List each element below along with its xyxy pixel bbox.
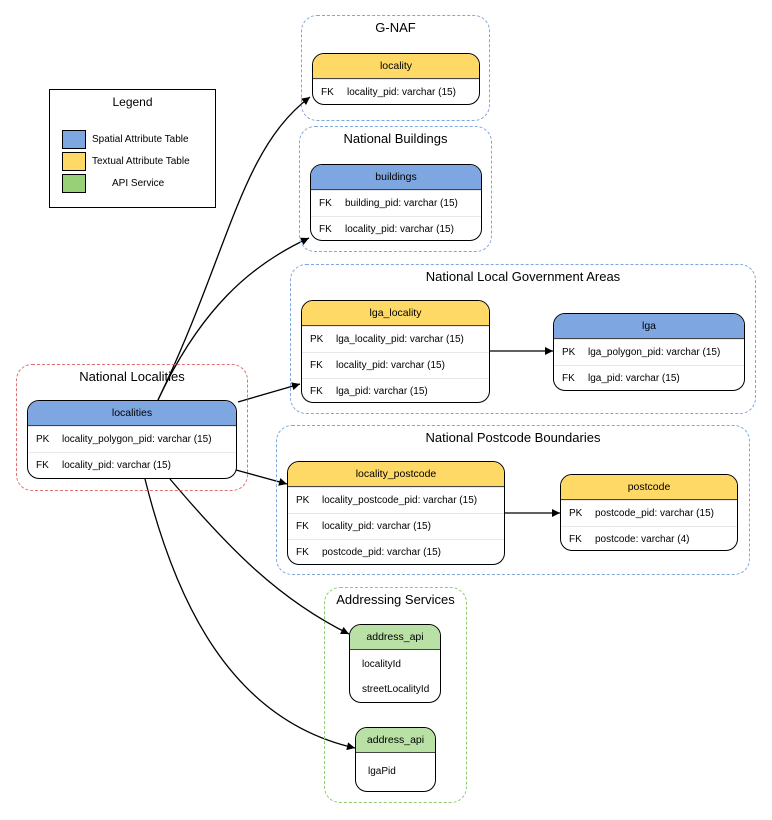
cluster-gnaf: G-NAF <box>301 15 490 121</box>
field-key: PK <box>296 495 310 506</box>
table-header-locality: locality <box>313 54 479 79</box>
api-field: localityId <box>362 659 401 670</box>
table-header-buildings: buildings <box>311 165 481 190</box>
field-name: locality_pid: varchar (15) <box>322 521 431 532</box>
table-locality: locality FK locality_pid: varchar (15) <box>312 53 480 105</box>
table-row: FK locality_pid: varchar (15) <box>28 452 236 478</box>
field-key: PK <box>569 508 583 519</box>
field-key: FK <box>562 373 575 384</box>
field-name: postcode: varchar (4) <box>595 534 690 545</box>
table-row: FK locality_pid: varchar (15) <box>313 79 479 104</box>
edge-localities-to-locality-postcode <box>235 469 288 486</box>
field-name: locality_pid: varchar (15) <box>62 460 171 471</box>
field-name: locality_pid: varchar (15) <box>347 87 456 98</box>
table-header-address-api-1: address_api <box>350 625 440 650</box>
legend-label-spatial: Spatial Attribute Table <box>92 133 189 145</box>
cluster-title-lga: National Local Government Areas <box>425 269 621 284</box>
field-name: locality_polygon_pid: varchar (15) <box>62 434 212 445</box>
api-field: streetLocalityId <box>362 684 430 695</box>
edge-localities-to-address-api-1 <box>169 478 350 635</box>
field-key: FK <box>310 386 323 397</box>
table-localities: localities PK locality_polygon_pid: varc… <box>27 400 237 479</box>
field-key: FK <box>36 460 49 471</box>
table-row: PK locality_postcode_pid: varchar (15) <box>288 487 504 513</box>
table-row: PK lga_polygon_pid: varchar (15) <box>554 339 744 365</box>
field-key: PK <box>36 434 50 445</box>
field-name: building_pid: varchar (15) <box>345 198 458 209</box>
field-name: postcode_pid: varchar (15) <box>322 547 441 558</box>
table-row: FK locality_pid: varchar (15) <box>311 216 481 240</box>
legend-item-api: API Service <box>62 173 164 193</box>
table-header-postcode: postcode <box>561 475 737 500</box>
cluster-addressing: Addressing Services <box>324 587 467 803</box>
field-key: FK <box>319 198 332 209</box>
field-name: lga_pid: varchar (15) <box>588 373 680 384</box>
table-row: FK lga_pid: varchar (15) <box>554 365 744 390</box>
table-header-lga: lga <box>554 314 744 339</box>
field-name: lga_locality_pid: varchar (15) <box>336 334 464 345</box>
table-address-api-2: address_api lgaPid <box>355 727 436 792</box>
table-header-address-api-2: address_api <box>356 728 435 753</box>
legend-swatch-textual <box>62 151 86 171</box>
table-header-locality-postcode: locality_postcode <box>288 462 504 487</box>
cluster-buildings: National Buildings <box>299 126 492 252</box>
legend-label-textual: Textual Attribute Table <box>92 155 190 167</box>
field-name: lga_polygon_pid: varchar (15) <box>588 347 721 358</box>
legend: Legend Spatial Attribute Table Textual A… <box>49 89 216 208</box>
table-row: FK lga_pid: varchar (15) <box>302 378 489 402</box>
field-key: FK <box>319 224 332 235</box>
legend-swatch-spatial <box>62 129 86 149</box>
table-header-localities: localities <box>28 401 236 426</box>
api-field: lgaPid <box>368 766 396 777</box>
field-name: locality_pid: varchar (15) <box>336 360 445 371</box>
edge-localities-to-locality <box>157 96 311 401</box>
table-address-api-1: address_api localityId streetLocalityId <box>349 624 441 703</box>
legend-title: Legend <box>112 95 153 109</box>
field-name: lga_pid: varchar (15) <box>336 386 428 397</box>
cluster-postcode: National Postcode Boundaries <box>276 425 750 575</box>
edge-localities-to-lga-locality <box>237 382 301 403</box>
table-row: PK locality_polygon_pid: varchar (15) <box>28 426 236 452</box>
table-header-lga-locality: lga_locality <box>302 301 489 326</box>
field-key: PK <box>562 347 576 358</box>
cluster-title-addressing: Addressing Services <box>336 592 455 607</box>
table-row: FK locality_pid: varchar (15) <box>302 352 489 378</box>
cluster-title-gnaf: G-NAF <box>375 20 416 35</box>
table-row: PK lga_locality_pid: varchar (15) <box>302 326 489 352</box>
field-key: FK <box>296 547 309 558</box>
field-name: postcode_pid: varchar (15) <box>595 508 714 519</box>
cluster-title-postcode: National Postcode Boundaries <box>425 430 601 445</box>
field-name: locality_pid: varchar (15) <box>345 224 454 235</box>
table-postcode: postcode PK postcode_pid: varchar (15) F… <box>560 474 738 551</box>
table-row: FK postcode_pid: varchar (15) <box>288 539 504 564</box>
legend-item-textual: Textual Attribute Table <box>62 151 190 171</box>
edge-localities-to-buildings <box>157 237 310 401</box>
table-row: FK building_pid: varchar (15) <box>311 190 481 216</box>
table-lga-locality: lga_locality PK lga_locality_pid: varcha… <box>301 300 490 403</box>
field-key: PK <box>310 334 324 345</box>
field-name: locality_postcode_pid: varchar (15) <box>322 495 478 506</box>
legend-label-api: API Service <box>112 177 165 189</box>
cluster-title-localities: National Localities <box>79 369 185 384</box>
legend-swatch-api <box>62 173 86 193</box>
cluster-localities: National Localities <box>16 364 248 491</box>
cluster-title-buildings: National Buildings <box>343 131 448 146</box>
table-lga: lga PK lga_polygon_pid: varchar (15) FK … <box>553 313 745 391</box>
cluster-lga: National Local Government Areas <box>290 264 756 414</box>
table-row: FK locality_pid: varchar (15) <box>288 513 504 539</box>
table-locality-postcode: locality_postcode PK locality_postcode_p… <box>287 461 505 565</box>
field-key: FK <box>569 534 582 545</box>
field-key: FK <box>310 360 323 371</box>
table-row: FK postcode: varchar (4) <box>561 526 737 550</box>
field-key: FK <box>321 87 334 98</box>
table-row: PK postcode_pid: varchar (15) <box>561 500 737 526</box>
field-key: FK <box>296 521 309 532</box>
table-buildings: buildings FK building_pid: varchar (15) … <box>310 164 482 241</box>
edge-localities-to-address-api-2 <box>144 478 356 751</box>
legend-item-spatial: Spatial Attribute Table <box>62 129 189 149</box>
